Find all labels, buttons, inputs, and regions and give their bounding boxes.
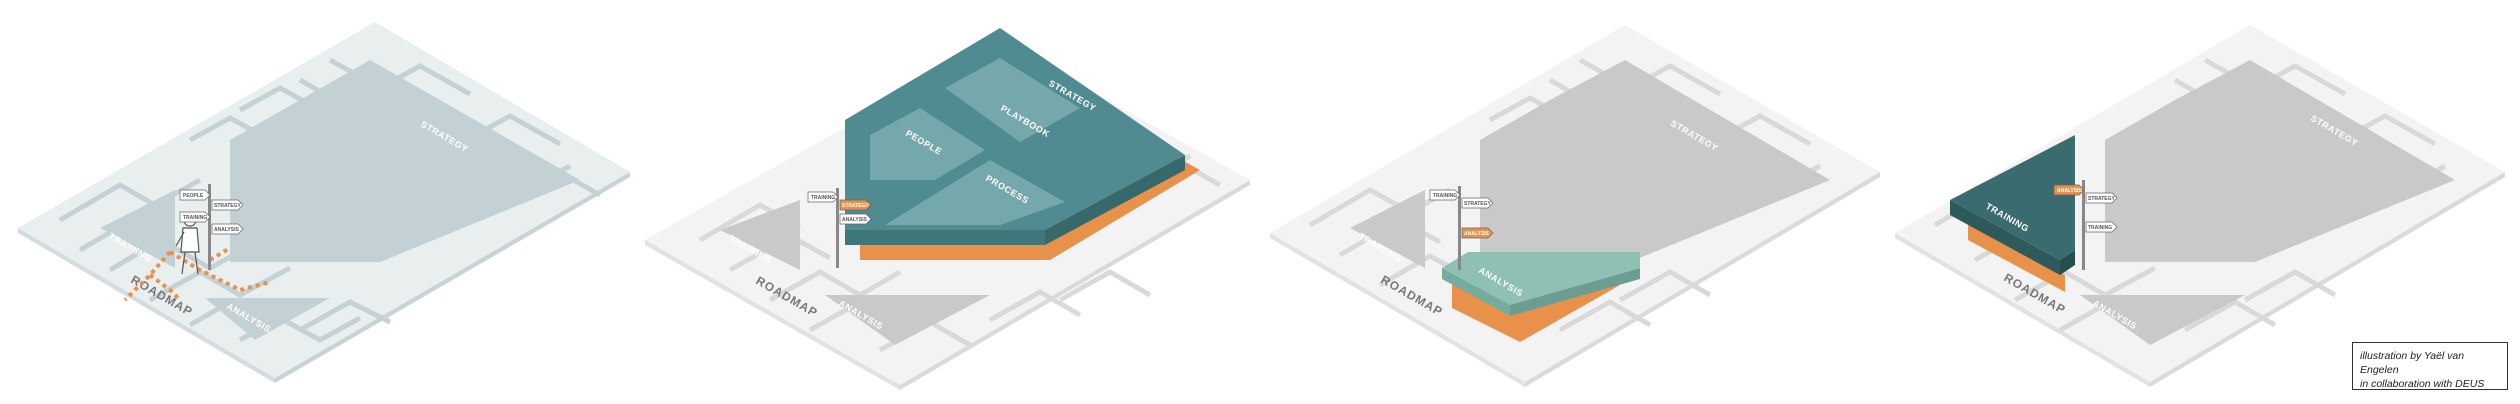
sign-text: STRATEGY (1464, 201, 1492, 207)
base-tile-edge (1525, 172, 1880, 387)
sign-text: ANALYSIS (842, 217, 867, 223)
analysis-block-side (1510, 268, 1640, 316)
strategy-region (230, 60, 580, 262)
panel-analysis-focus: STRATEGY TRAINING ROADMAP ANALYSIS TRAIN… (1270, 25, 1880, 387)
sign-text: TRAINING (2088, 225, 2112, 231)
base-tile-edge (1270, 233, 1525, 387)
sign-text: STRATEGY (214, 203, 242, 209)
base-tile-edge (900, 180, 1250, 390)
training-block-side (2060, 250, 2075, 275)
panel-overview: STRATEGY TRAINING ROADMAP ANALYSIS (18, 22, 630, 383)
strategy-block-side (845, 230, 1045, 245)
analysis-region (825, 295, 990, 345)
sign-text: STRATEGY (2088, 196, 2116, 202)
process-region (885, 160, 1065, 225)
analysis-block-top (1442, 252, 1640, 305)
sign-board (211, 223, 244, 235)
training-shadow-layer (1968, 222, 2065, 292)
sign-text: ANALYSIS (1464, 231, 1489, 237)
base-tile-edge (1895, 233, 2150, 387)
training-block-top (1950, 135, 2075, 260)
analysis-region (2080, 295, 2245, 345)
sign-text: PEOPLE (183, 193, 204, 199)
signpost: TRAINING STRATEGY ANALYSIS (1429, 186, 1494, 270)
sign-text: STRATEGY (842, 203, 870, 209)
sign-text: TRAINING (1433, 193, 1457, 199)
signpost: PEOPLE STRATEGY TRAINING ANALYSIS (179, 184, 244, 270)
signpost-pole (2082, 180, 2085, 270)
sign-text: ANALYSIS (214, 227, 239, 233)
base-tile-edge (645, 240, 900, 390)
analysis-block-side (1442, 268, 1510, 316)
sign-board (839, 199, 872, 211)
base-tile-edge (18, 228, 275, 383)
strategy-block-side (1045, 155, 1185, 245)
signpost: ANALYSIS STRATEGY TRAINING (2053, 180, 2118, 270)
sign-board (839, 213, 872, 225)
training-region (1350, 190, 1425, 268)
sign-board (807, 191, 839, 203)
sign-board (1461, 227, 1494, 239)
people-region (870, 108, 985, 180)
analysis-region (205, 298, 330, 340)
strategy-region (2105, 60, 2455, 262)
base-tile-edge (275, 172, 630, 383)
sign-board (2085, 192, 2118, 204)
sign-board (1461, 197, 1494, 209)
panel-training-focus: STRATEGY ROADMAP ANALYSIS TRAINING ANALY… (1895, 25, 2505, 387)
sign-board (179, 211, 211, 223)
playbook-region (945, 58, 1080, 142)
orange-route (123, 246, 271, 302)
training-block-side (1950, 200, 2060, 275)
credit-box: illustration by Yaël van Engelen in coll… (2352, 342, 2508, 390)
sign-board (179, 189, 211, 201)
base-tile-edge (2150, 172, 2505, 387)
strategy-region (1480, 60, 1830, 262)
sign-board (211, 199, 244, 211)
signpost-pole (208, 184, 211, 270)
sign-text: TRAINING (183, 215, 207, 221)
training-region (100, 190, 175, 268)
sign-board (2085, 221, 2118, 233)
signpost: TRAINING STRATEGY ANALYSIS (807, 188, 872, 268)
sign-text: TRAINING (811, 195, 835, 201)
signpost-pole (836, 188, 839, 268)
sign-board (1429, 189, 1461, 201)
panel-strategy-focus: TRAINING ROADMAP ANALYSIS STRATEGY PLAYB… (645, 28, 1250, 390)
sign-board (2053, 184, 2085, 196)
signpost-pole (1458, 186, 1461, 270)
credit-line-collaboration: in collaboration with DEUS (2360, 378, 2485, 390)
sign-text: ANALYSIS (2057, 188, 2082, 194)
credit-line-illustrator: illustration by Yaël van Engelen (2360, 350, 2465, 376)
training-region (720, 200, 800, 270)
